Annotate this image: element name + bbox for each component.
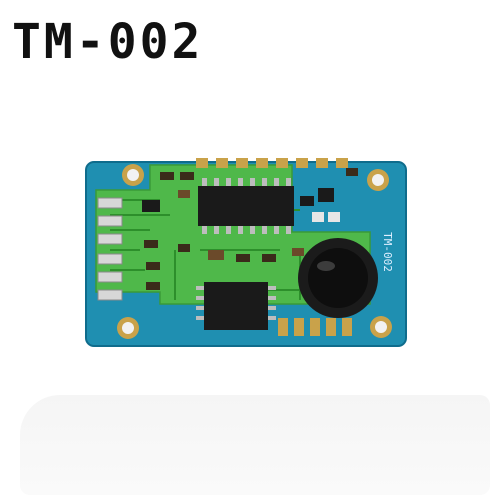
sop-chip-bottom xyxy=(196,282,276,330)
silkscreen-label-wrap: TM-002 xyxy=(381,232,394,272)
soic-chip-top xyxy=(198,178,294,234)
sensor-dome xyxy=(298,238,378,318)
left-edge-pads xyxy=(97,197,123,301)
floor-reflection xyxy=(20,395,490,495)
bottom-pin-header xyxy=(278,318,352,336)
product-title: TM-002 xyxy=(12,14,204,70)
silkscreen-label: TM-002 xyxy=(381,232,394,272)
top-pin-header xyxy=(196,158,348,168)
mounting-holes xyxy=(117,164,392,339)
smd-components xyxy=(142,168,358,290)
